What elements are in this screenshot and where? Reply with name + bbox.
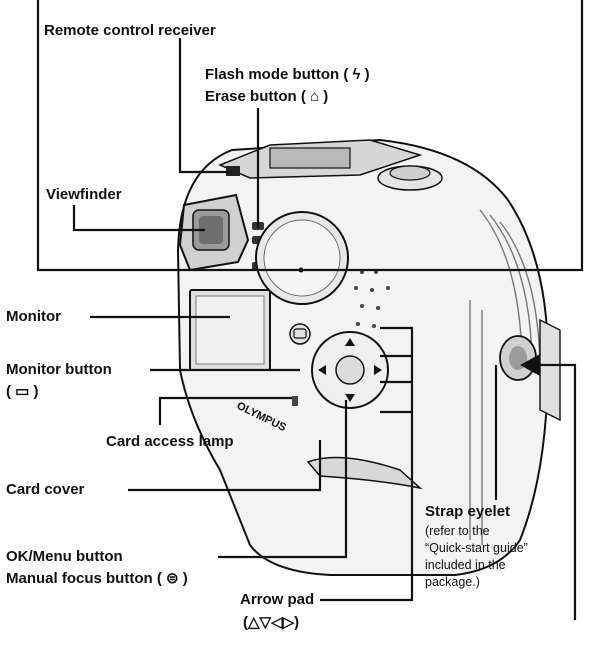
manual-focus-icon: ⊜	[166, 570, 179, 587]
flash-icon: ϟ	[352, 66, 361, 83]
flash-close-paren: )	[364, 66, 370, 83]
side-arrow-head	[520, 354, 540, 376]
label-monitor-button-symbol: ( ▭ )	[6, 383, 39, 400]
strap-note-line-1: (refer to the	[425, 524, 490, 538]
strap-note-line-3: included in the	[425, 558, 506, 572]
manual-focus-close-paren: )	[182, 570, 188, 587]
strap-note-line-2: “Quick-start guide”	[425, 541, 528, 555]
grip-ridges	[469, 209, 541, 545]
label-erase-button: Erase button ( ⌂ )	[205, 88, 328, 106]
erase-text: Erase button (	[205, 88, 306, 105]
top-lcd-panel	[269, 147, 351, 169]
leader-remote-receiver	[178, 38, 232, 174]
erase-icon: ⌂	[310, 88, 320, 105]
label-card-cover: Card cover	[6, 481, 85, 498]
label-viewfinder: Viewfinder	[46, 186, 122, 203]
remote-receiver-window	[226, 166, 240, 176]
label-arrow-pad-symbols: (△▽◁▷)	[243, 614, 300, 631]
label-monitor: Monitor	[6, 308, 61, 325]
label-card-access-lamp: Card access lamp	[106, 433, 234, 450]
leader-arrow-pad	[320, 326, 414, 602]
card-access-lamp-shape	[292, 396, 298, 406]
monitor-button-shape	[289, 323, 311, 345]
label-monitor-button: Monitor button	[6, 361, 112, 378]
shutter-button	[389, 165, 431, 181]
leader-viewfinder	[72, 205, 205, 232]
strap-note-line-4: package.)	[425, 575, 480, 589]
label-remote-control-receiver: Remote control receiver	[44, 22, 216, 39]
leader-card-access-lamp	[158, 396, 292, 425]
ok-menu-button-shape	[335, 355, 365, 385]
manual-focus-text: Manual focus button (	[6, 570, 162, 587]
leader-card-cover	[128, 440, 322, 492]
leader-lines	[36, 0, 584, 620]
flash-mode-text: Flash mode button (	[205, 66, 349, 83]
label-strap-eyelet: Strap eyelet	[425, 503, 511, 520]
side-connector-cover	[539, 318, 561, 422]
label-flash-mode-button: Flash mode button ( ϟ )	[205, 66, 370, 84]
label-manual-focus-button: Manual focus button ( ⊜ )	[6, 570, 188, 588]
label-arrow-pad: Arrow pad	[240, 591, 315, 608]
leader-ok-menu	[218, 400, 348, 559]
leader-frame-left	[36, 0, 300, 272]
label-ok-menu-button: OK/Menu button	[6, 548, 123, 565]
leader-frame-right	[302, 0, 584, 272]
leader-side-arrow	[535, 363, 577, 620]
erase-close-paren: )	[323, 88, 329, 105]
